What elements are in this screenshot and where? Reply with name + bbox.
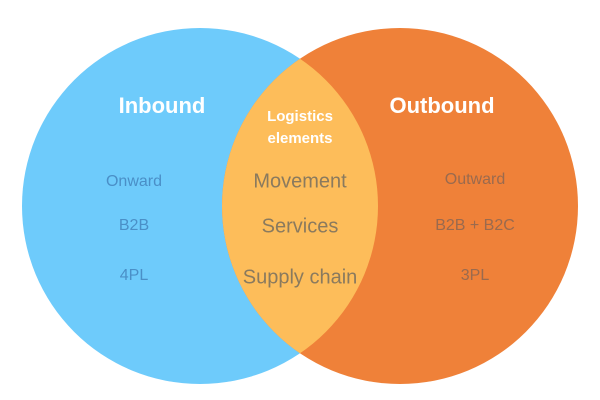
overlap-item-supply-chain: Supply chain <box>242 266 358 289</box>
inbound-item-b2b: B2B <box>118 217 150 234</box>
overlap-title: Logistics elements <box>267 106 333 150</box>
overlap-item-services: Services <box>261 215 339 238</box>
inbound-title: Inbound <box>118 93 206 118</box>
overlap-item-movement: Movement <box>253 170 347 193</box>
outbound-title: Outbound <box>389 93 495 118</box>
overlap-region <box>222 28 378 384</box>
outbound-item-3pl: 3PL <box>460 267 490 284</box>
overlap-title-line1: Logistics <box>267 108 333 125</box>
overlap-title-line2: elements <box>267 130 333 147</box>
outbound-item-b2b-b2c: B2B + B2C <box>435 217 515 234</box>
inbound-item-4pl: 4PL <box>119 267 149 284</box>
inbound-item-onward: Onward <box>105 173 163 190</box>
outbound-item-outward: Outward <box>444 171 506 188</box>
